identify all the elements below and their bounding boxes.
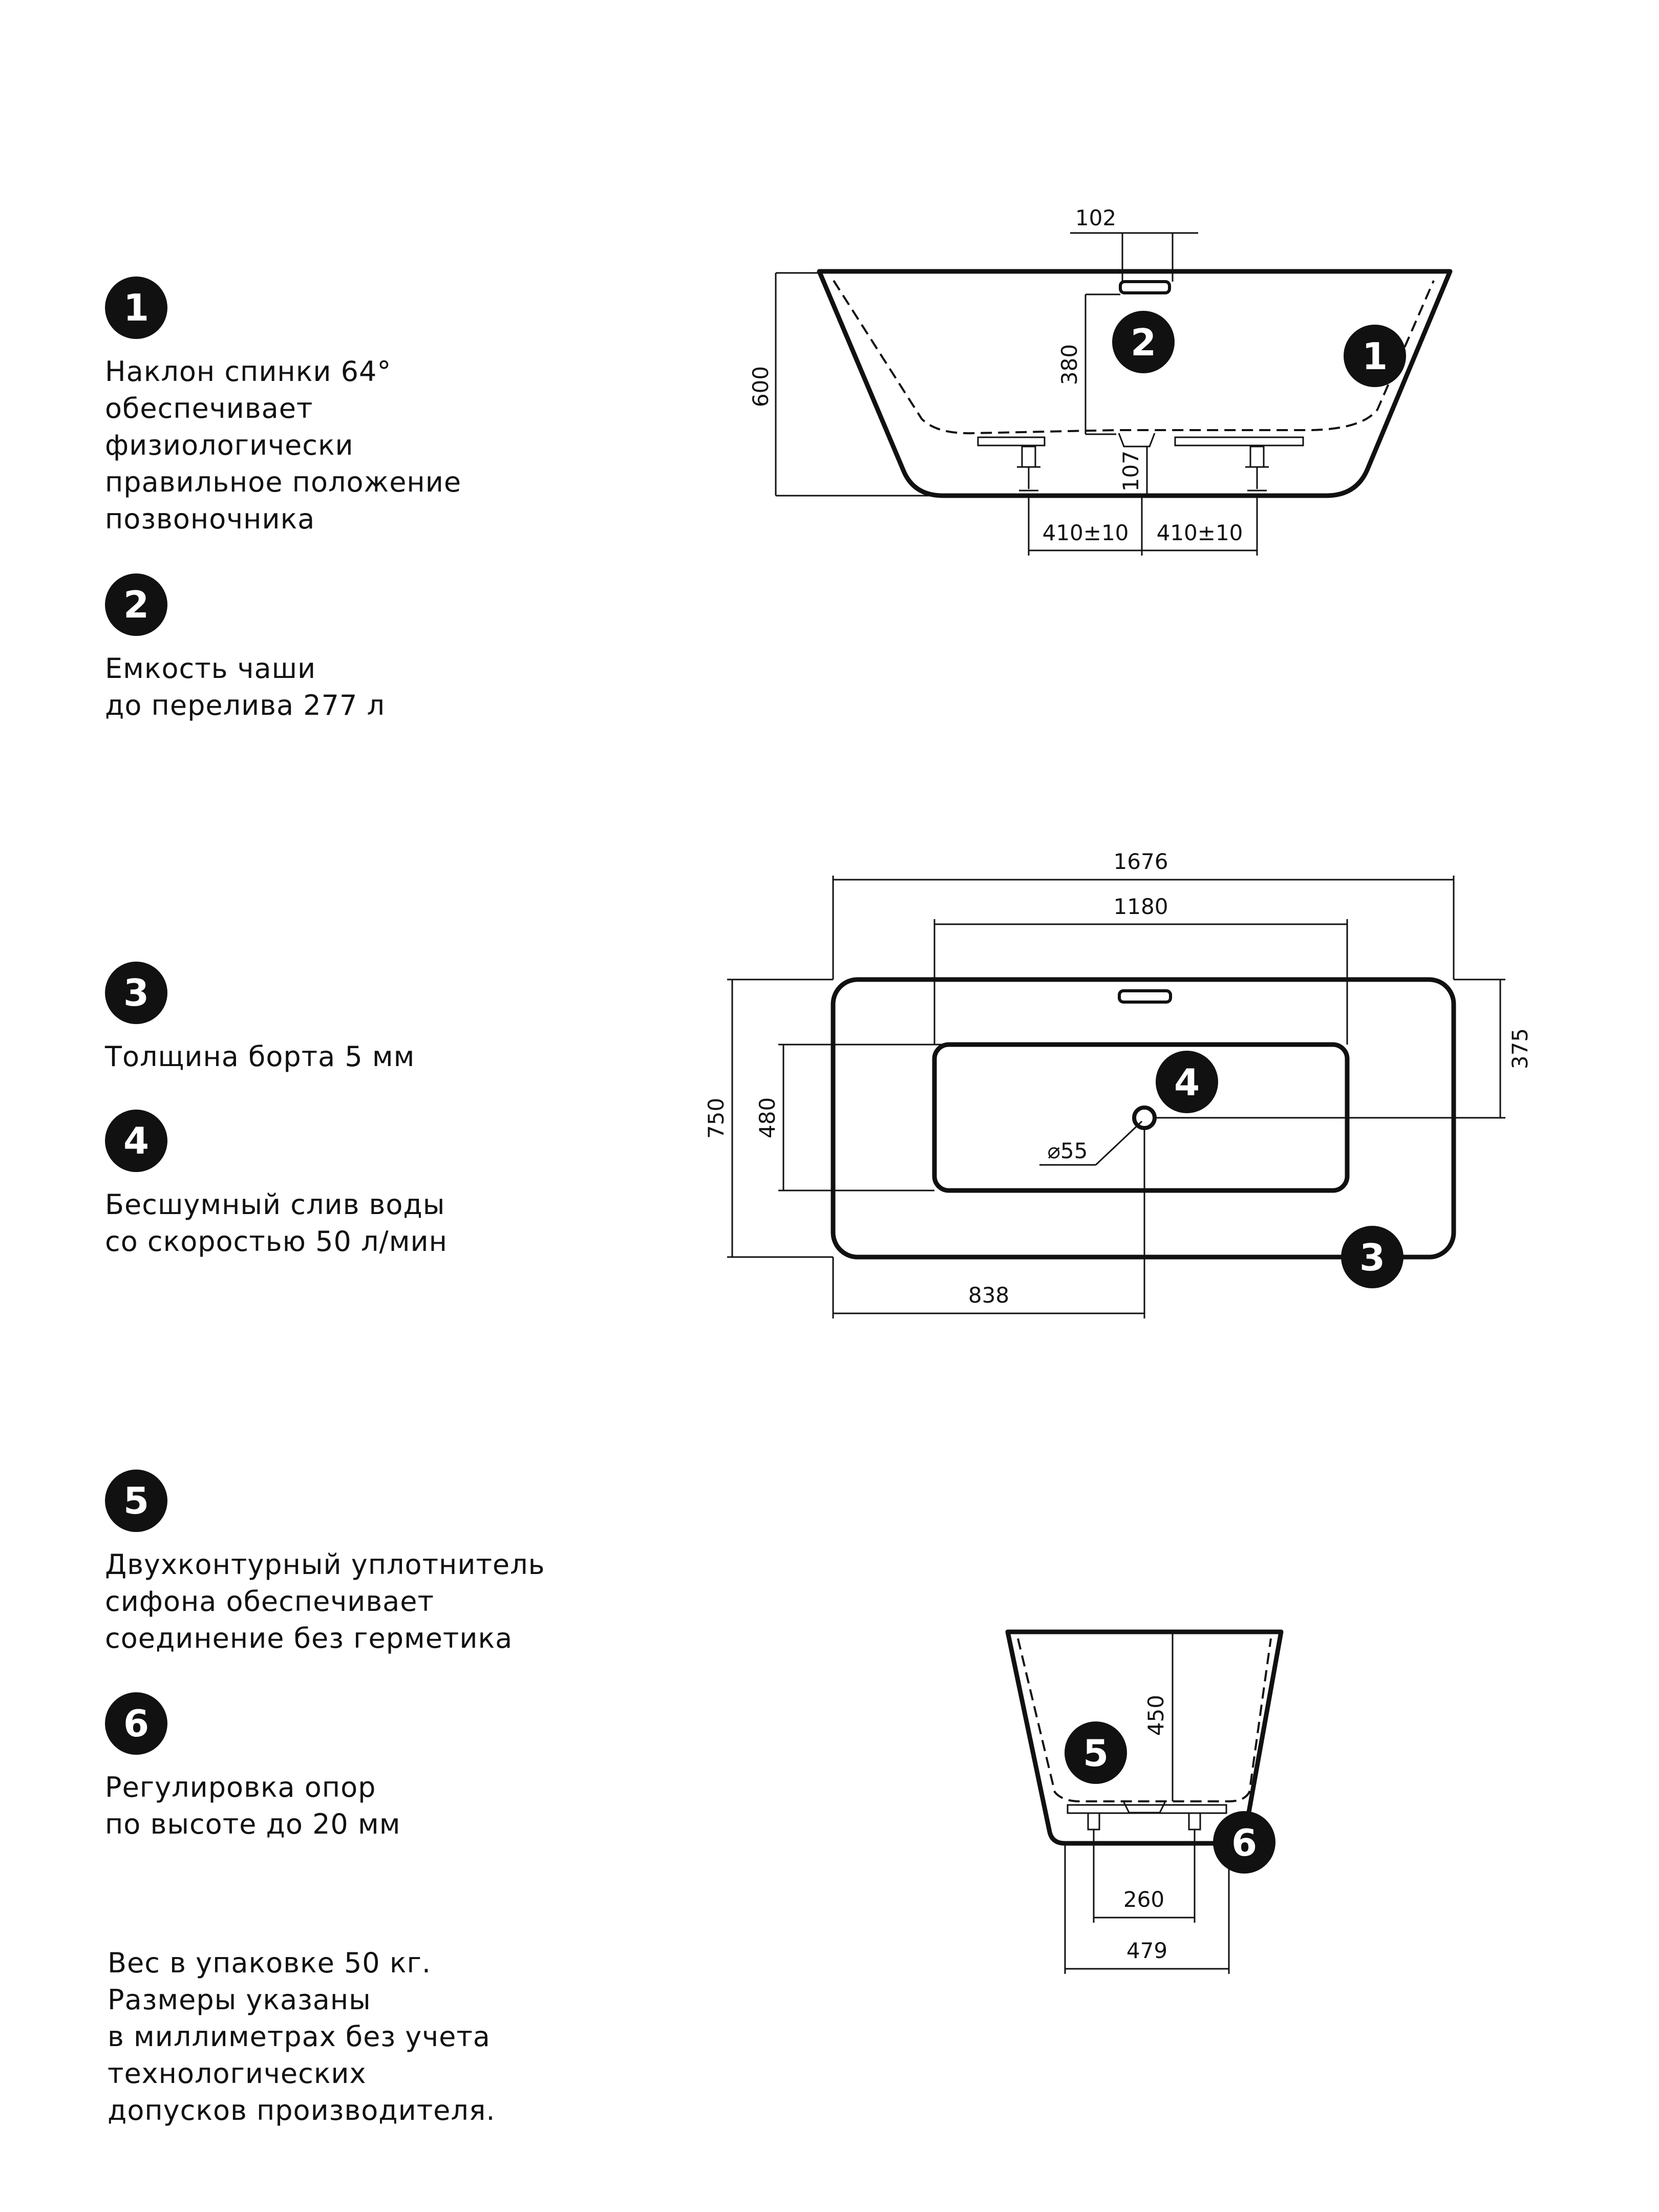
feature-number-badge: 5 [105,1470,167,1532]
feature-description: Регулировка опор по высоте до 20 мм [105,1771,401,1840]
feature-number-badge: 6 [105,1692,167,1755]
dim-foot-right: 410±10 [1157,520,1243,545]
overflow-outlet [1118,989,1172,1004]
feature-6: 6 Регулировка опор по высоте до 20 мм [105,1692,617,1843]
marker-1: 1 [1344,325,1406,387]
dim-drain-offset: 375 [1507,1028,1533,1069]
dim-foot-spacing: 260 [1123,1887,1164,1912]
dim-depth: 450 [1143,1695,1168,1736]
feature-number-badge: 3 [105,962,167,1024]
dim-base-width: 479 [1126,1938,1167,1963]
adjustable-foot [1185,1812,1204,1843]
drain-siphon [1118,433,1156,448]
feature-description: Бесшумный слив воды со скоростью 50 л/ми… [105,1188,448,1258]
feature-number-badge: 1 [105,276,167,339]
drain-siphon [1123,1802,1166,1814]
footnote: Вес в упаковке 50 кг. Размеры указаны в … [108,1947,496,2126]
svg-text:2: 2 [1131,321,1156,364]
adjustable-foot [1245,445,1269,492]
dim-length: 1676 [1114,849,1168,874]
dim-overflow-depth: 380 [1057,344,1082,385]
adjustable-foot [1084,1812,1103,1843]
top-view-drawing: 1676 1180 750 480 375 ⌀55 838 4 [704,849,1533,1318]
marker-4: 4 [1156,1051,1218,1113]
feature-4: 4 Бесшумный слив воды со скоростью 50 л/… [105,1110,617,1260]
dim-drain-diameter: ⌀55 [1048,1138,1088,1163]
dim-foot-height: 107 [1118,451,1143,492]
dim-overflow-width: 102 [1075,205,1116,230]
end-view-drawing: 450 260 479 5 6 [1005,1629,1284,1974]
svg-text:3: 3 [1359,1236,1385,1279]
feature-description: Емкость чаши до перелива 277 л [105,652,386,721]
dim-inner-width: 480 [755,1097,780,1138]
support-rail [977,436,1046,446]
side-view-drawing: 102 600 380 107 410±10 410±10 2 1 [748,205,1453,556]
svg-text:5: 5 [1083,1732,1109,1775]
svg-text:1: 1 [1362,335,1388,378]
marker-3: 3 [1341,1226,1403,1288]
feature-1: 1 Наклон спинки 64° обеспечивает физиоло… [105,276,617,538]
marker-5: 5 [1065,1721,1127,1784]
feature-3: 3 Толщина борта 5 мм [105,962,617,1075]
marker-6: 6 [1213,1811,1275,1874]
dim-inner-length: 1180 [1114,894,1168,919]
side-view-outline [817,269,1453,498]
dim-drain-position: 838 [968,1283,1009,1308]
marker-2: 2 [1112,311,1175,373]
support-rail [1174,436,1304,446]
feature-description: Толщина борта 5 мм [105,1040,415,1073]
feature-description: Наклон спинки 64° обеспечивает физиологи… [105,355,462,535]
feature-number-badge: 4 [105,1110,167,1172]
adjustable-foot [1017,445,1040,492]
feature-number-badge: 2 [105,573,167,636]
feature-description: Двухконтурный уплотнитель сифона обеспеч… [105,1548,545,1654]
dim-width: 750 [704,1098,729,1139]
dim-height: 600 [748,366,773,407]
dim-foot-left: 410±10 [1043,520,1129,545]
side-view-inner-contour [833,280,1435,435]
overflow-outlet [1119,280,1171,294]
end-view-inner-contour [1017,1638,1272,1802]
svg-text:4: 4 [1174,1061,1200,1104]
feature-2: 2 Емкость чаши до перелива 277 л [105,573,617,724]
svg-text:6: 6 [1231,1821,1257,1864]
feature-5: 5 Двухконтурный уплотнитель сифона обесп… [105,1470,617,1657]
